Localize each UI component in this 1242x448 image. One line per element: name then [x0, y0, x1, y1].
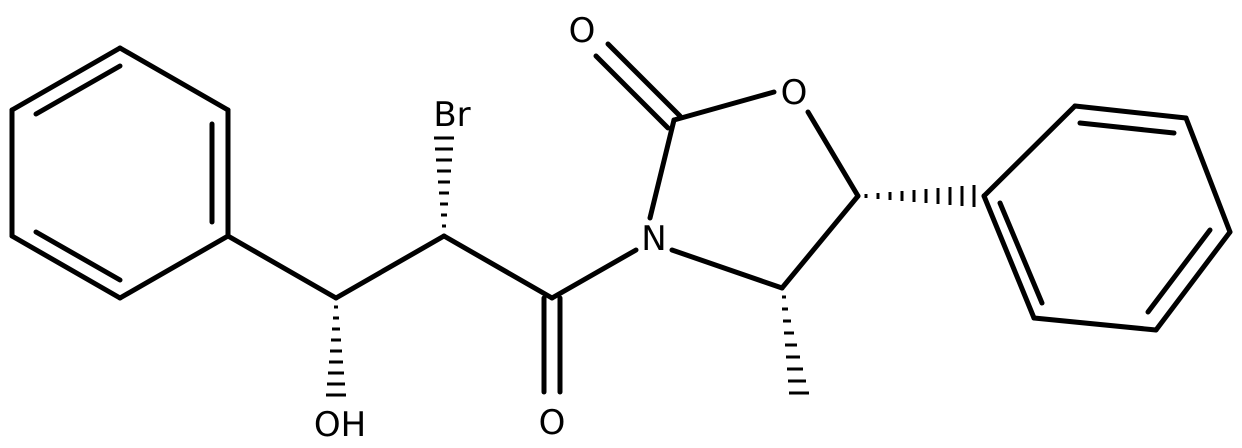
bond-ph1-c: [117, 233, 231, 301]
bond-n-to-c2: [647, 117, 677, 221]
atom-o-ring: O: [781, 73, 808, 113]
hashed-wedge-phenyl: [864, 185, 976, 207]
bond-ph1-d: [9, 233, 123, 301]
hashed-wedge-oh: [326, 305, 346, 397]
bond-oring-to-c5: [805, 109, 861, 199]
bond-ph1-a: [117, 45, 231, 113]
right-phenyl-ring: [981, 103, 1233, 333]
bond-c2-o-a: [593, 53, 671, 131]
atom-bromine: Br: [433, 95, 470, 135]
bond-ph1-to-choh: [225, 233, 339, 301]
bond-c2-to-oring: [671, 89, 777, 123]
bond-choh-to-chbr: [333, 233, 447, 301]
oxazolidinone-ring: [593, 41, 861, 291]
bond-c2-o-b: [605, 41, 683, 119]
hashed-wedge-br: [434, 136, 454, 228]
bond-ph1-inner-bottom: [33, 229, 123, 283]
bond-ph2-e: [1031, 315, 1159, 333]
bond-ph2-inner-top: [1077, 120, 1177, 136]
bond-c5-to-c4: [779, 193, 861, 291]
atom-o-amide: O: [539, 403, 566, 443]
hashed-wedge-methyl: [782, 295, 809, 395]
bond-ph2-a: [981, 103, 1078, 199]
bond-ph2-b: [1072, 103, 1189, 121]
bond-ph1-inner-top: [33, 63, 123, 117]
left-phenyl-ring: [9, 45, 231, 301]
atom-o-carbonyl-ring: O: [569, 11, 596, 51]
bond-c4-to-n: [669, 247, 785, 291]
atom-hydroxyl: OH: [314, 405, 366, 445]
bond-co-to-n: [549, 247, 639, 301]
bond-ph1-f: [9, 45, 123, 113]
bond-ph2-c: [1183, 115, 1233, 235]
bond-ph2-f: [981, 193, 1037, 321]
bond-ph2-inner-right: [1145, 227, 1213, 315]
atom-nitrogen: N: [641, 219, 666, 259]
bond-chbr-to-co: [441, 233, 555, 301]
bond-ph2-inner-left: [997, 200, 1045, 306]
bond-ph2-d: [1153, 229, 1233, 333]
